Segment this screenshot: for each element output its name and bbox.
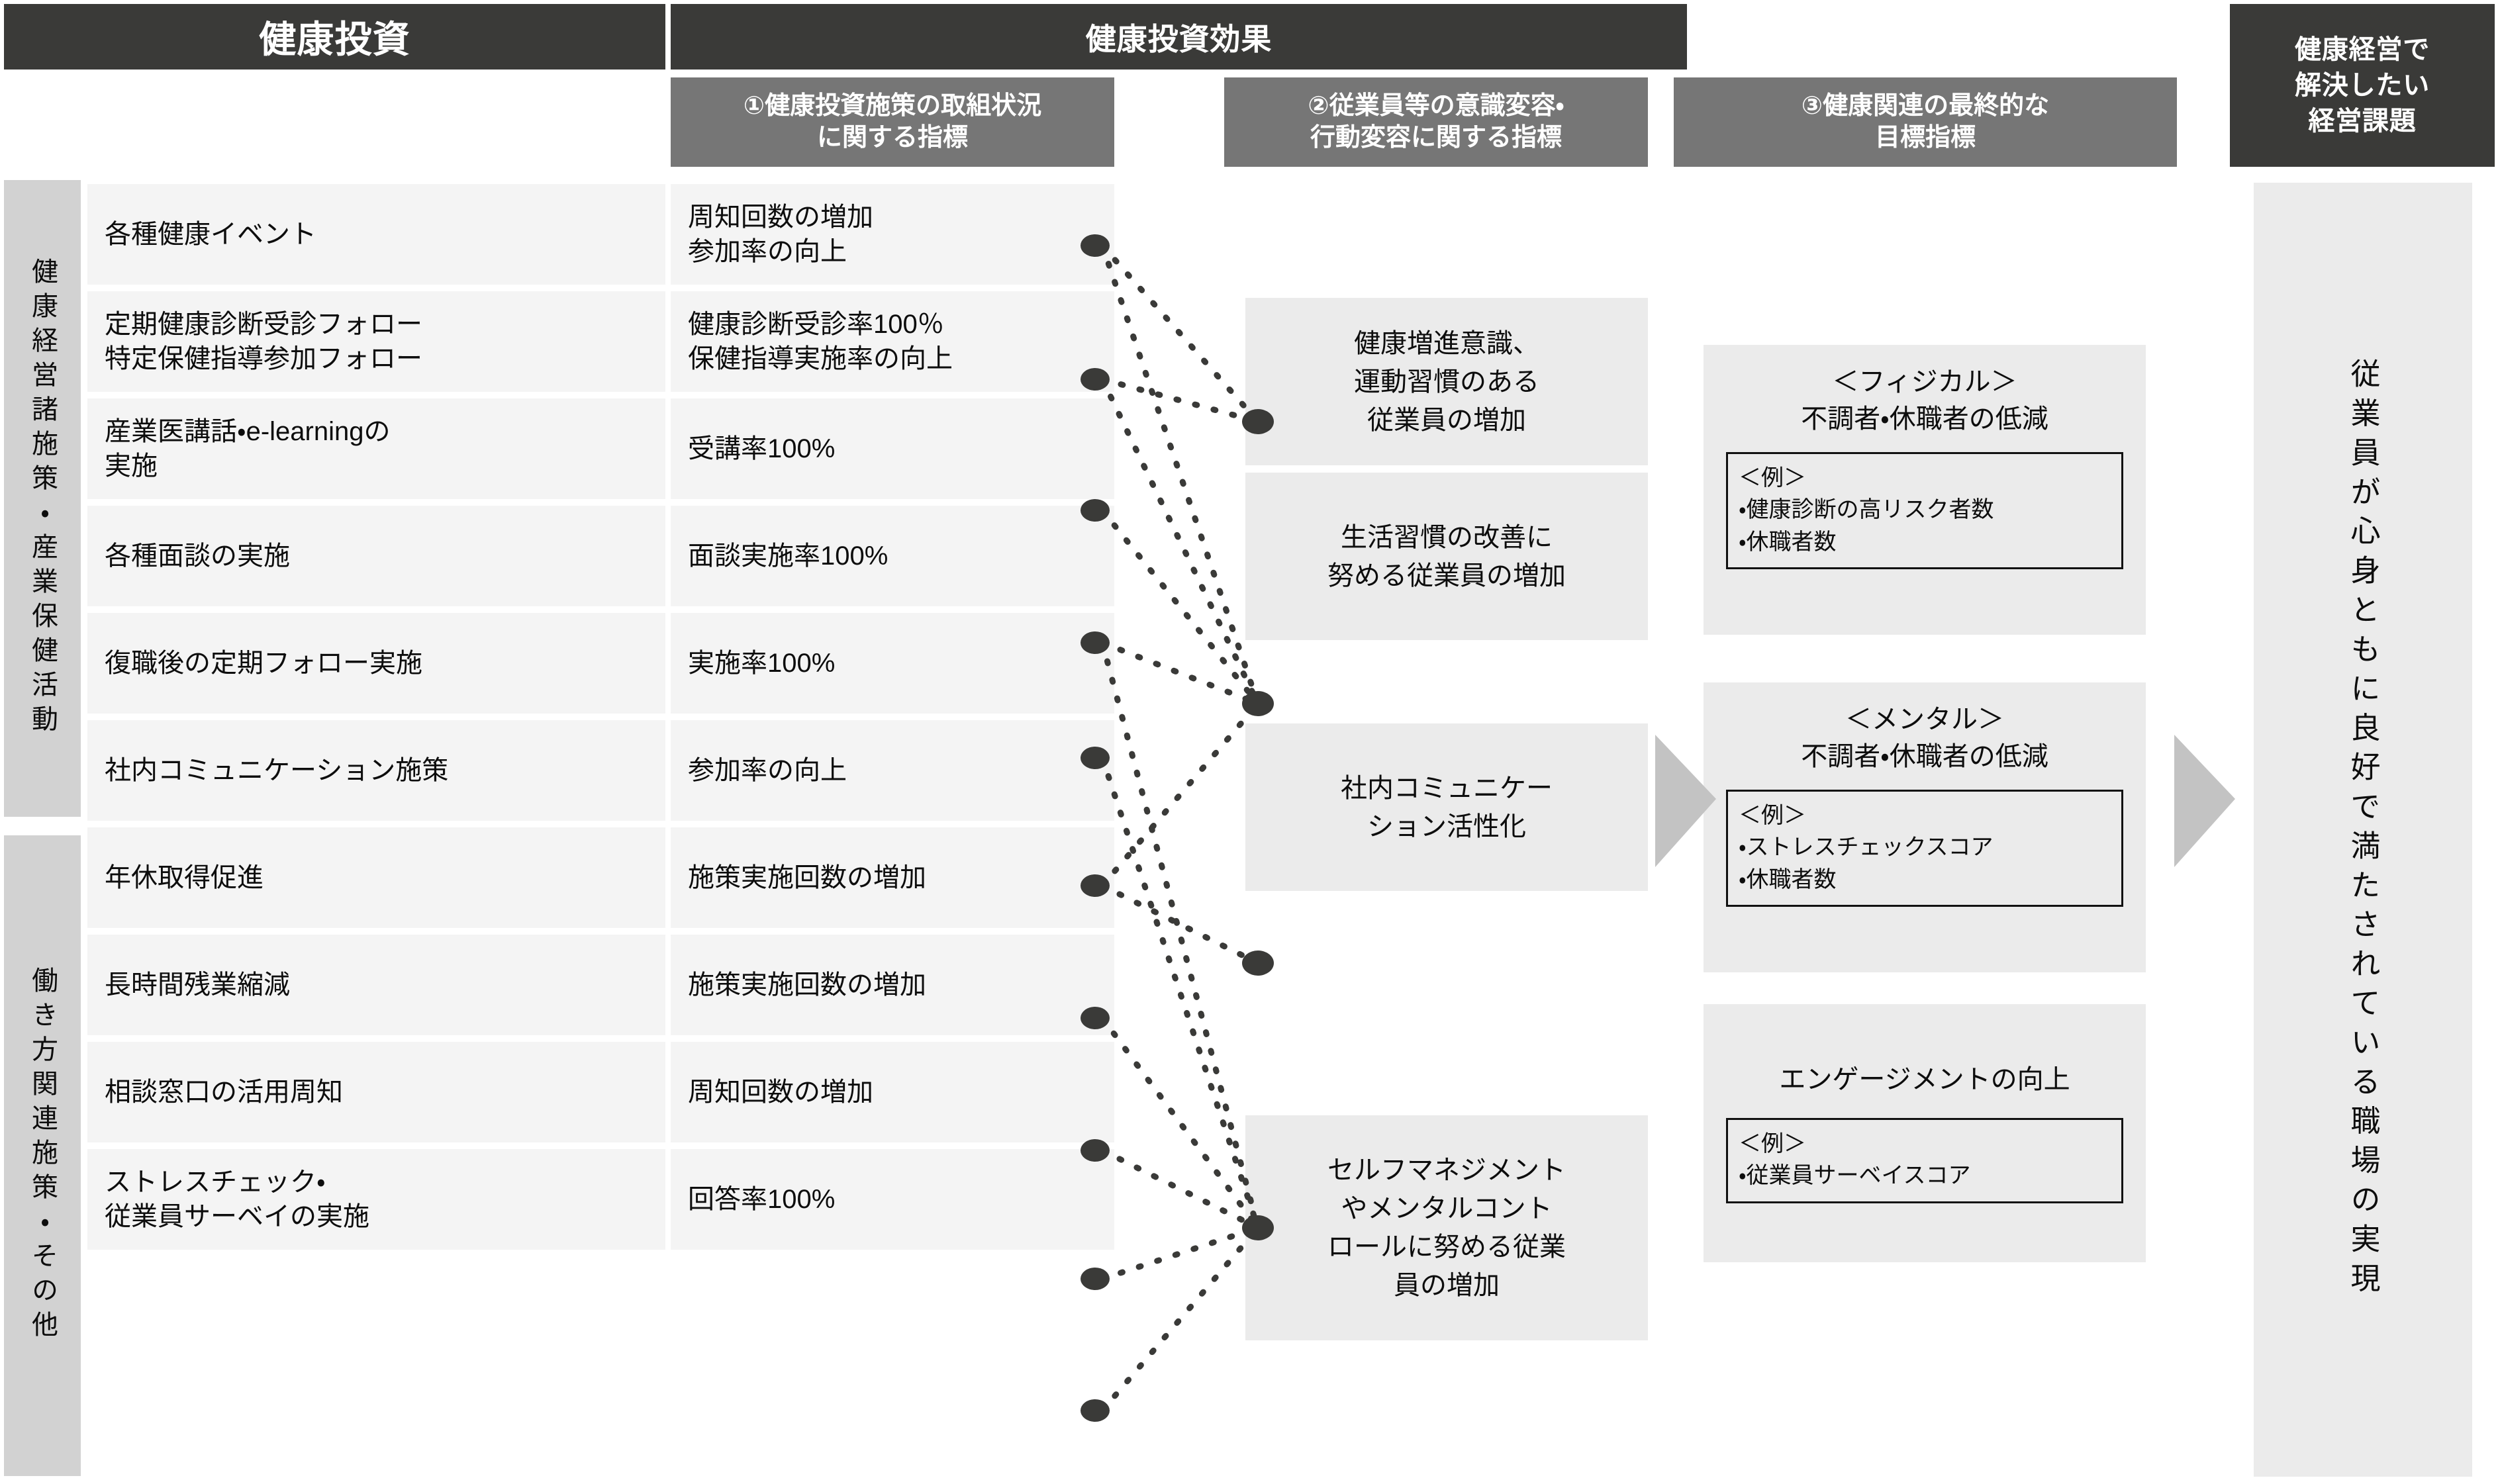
behavior-outcome-card[interactable]: 健康増進意識、 運動習慣のある 従業員の増加 <box>1245 298 1648 465</box>
header-health-investment-label: 健康投資 <box>259 19 410 60</box>
indicator-label: 健康診断受診率100％ 保健指導実施率の向上 <box>688 310 953 373</box>
indicator-row[interactable]: 健康診断受診率100％ 保健指導実施率の向上 <box>671 291 1114 392</box>
measure-row[interactable]: 社内コミュニケーション施策 <box>87 720 665 821</box>
measure-label: 定期健康診断受診フォロー 特定保健指導参加フォロー <box>105 310 422 373</box>
indicator-label: 施策実施回数の増加 <box>688 970 926 999</box>
final-goal-example-box: ＜例＞ ・健康診断の高リスク者数 ・休職者数 <box>1726 452 2123 569</box>
measure-label: 年休取得促進 <box>105 863 264 892</box>
header-effect-indicator-2-label: ②従業員等の意識変容・ 行動変容に関する指標 <box>1308 92 1564 152</box>
header-management-challenge-label: 健康経営で 解決したい 経営課題 <box>2295 35 2430 136</box>
indicator-label: 受講率100% <box>688 434 836 463</box>
indicator-label: 面談実施率100% <box>688 541 889 571</box>
sidebar-item-work-style-measures[interactable]: 働き方関連施策・その他 <box>4 835 81 1476</box>
measure-row[interactable]: 長時間残業縮減 <box>87 935 665 1035</box>
behavior-outcome-label: 生活習慣の改善に 努める従業員の増加 <box>1327 522 1566 590</box>
header-effect-indicator-3-label: ③健康関連の最終的な 目標指標 <box>1801 92 2050 152</box>
behavior-outcome-card[interactable]: 社内コミュニケー ション活性化 <box>1245 723 1648 891</box>
indicator-row[interactable]: 周知回数の増加 参加率の向上 <box>671 184 1114 285</box>
management-challenge-panel[interactable]: 従業員が心身ともに良好で満たされている職場の実現 <box>2254 183 2472 1477</box>
behavior-outcome-card[interactable]: セルフマネジメント やメンタルコント ロールに努める従業 員の増加 <box>1245 1115 1648 1340</box>
sidebar-item-health-management-measures[interactable]: 健康経営諸施策・産業保健活動 <box>4 180 81 817</box>
indicator-label: 周知回数の増加 参加率の向上 <box>688 203 873 266</box>
header-effect-indicator-1: ①健康投資施策の取組状況 に関する指標 <box>671 77 1114 167</box>
indicator-row[interactable]: 面談実施率100% <box>671 506 1114 606</box>
measure-row[interactable]: 年休取得促進 <box>87 827 665 928</box>
indicator-row[interactable]: 周知回数の増加 <box>671 1042 1114 1142</box>
behavior-outcome-label: セルフマネジメント やメンタルコント ロールに努める従業 員の増加 <box>1327 1156 1566 1300</box>
measure-label: ストレスチェック・ 従業員サーベイの実施 <box>105 1168 369 1231</box>
measure-row[interactable]: 復職後の定期フォロー実施 <box>87 613 665 714</box>
behavior-outcome-label: 健康増進意識、 運動習慣のある 従業員の増加 <box>1354 328 1539 435</box>
measure-row[interactable]: ストレスチェック・ 従業員サーベイの実施 <box>87 1149 665 1250</box>
final-goal-card[interactable]: ＜フィジカル＞ 不調者・休職者の低減 ＜例＞ ・健康診断の高リスク者数 ・休職者… <box>1704 345 2146 635</box>
measure-label: 復職後の定期フォロー実施 <box>105 649 422 678</box>
chevron-arrow-icon <box>2174 735 2235 867</box>
header-effect-indicator-3: ③健康関連の最終的な 目標指標 <box>1674 77 2177 167</box>
measure-row[interactable]: 各種面談の実施 <box>87 506 665 606</box>
measure-label: 産業医講話・e-learningの 実施 <box>105 417 391 481</box>
sidebar-item-label: 働き方関連施策・その他 <box>28 966 57 1345</box>
indicator-row[interactable]: 回答率100% <box>671 1149 1114 1250</box>
indicator-row[interactable]: 実施率100% <box>671 613 1114 714</box>
final-goal-card[interactable]: ＜メンタル＞ 不調者・休職者の低減 ＜例＞ ・ストレスチェックスコア ・休職者数 <box>1704 682 2146 972</box>
final-goal-card[interactable]: エンゲージメントの向上 ＜例＞ ・従業員サーベイスコア <box>1704 1004 2146 1262</box>
header-health-investment-effect-label: 健康投資効果 <box>1085 21 1273 56</box>
measure-label: 各種健康イベント <box>105 220 316 249</box>
management-challenge-text: 従業員が心身ともに良好で満たされている職場の実現 <box>2346 357 2380 1302</box>
measure-row[interactable]: 相談窓口の活用周知 <box>87 1042 665 1142</box>
header-effect-indicator-2: ②従業員等の意識変容・ 行動変容に関する指標 <box>1224 77 1648 167</box>
behavior-outcome-card[interactable]: 生活習慣の改善に 努める従業員の増加 <box>1245 473 1648 640</box>
sidebar-item-label: 健康経営諸施策・産業保健活動 <box>28 257 57 739</box>
connector-lines <box>1099 242 1261 1414</box>
final-goal-example-box: ＜例＞ ・ストレスチェックスコア ・休職者数 <box>1726 790 2123 907</box>
indicator-label: 実施率100% <box>688 649 836 678</box>
behavior-outcome-label: 社内コミュニケー ション活性化 <box>1341 773 1553 841</box>
final-goal-title: エンゲージメントの向上 <box>1779 1065 2070 1094</box>
final-goal-title: ＜フィジカル＞ 不調者・休職者の低減 <box>1801 367 2048 434</box>
indicator-row[interactable]: 受講率100% <box>671 398 1114 499</box>
indicator-row[interactable]: 参加率の向上 <box>671 720 1114 821</box>
measure-label: 社内コミュニケーション施策 <box>105 756 449 785</box>
indicator-label: 回答率100% <box>688 1185 836 1214</box>
header-effect-indicator-1-label: ①健康投資施策の取組状況 に関する指標 <box>743 92 1042 152</box>
measure-label: 各種面談の実施 <box>105 541 290 571</box>
measure-label: 相談窓口の活用周知 <box>105 1078 343 1107</box>
indicator-label: 施策実施回数の増加 <box>688 863 926 892</box>
indicator-label: 参加率の向上 <box>688 756 847 785</box>
indicator-row[interactable]: 施策実施回数の増加 <box>671 827 1114 928</box>
measure-row[interactable]: 各種健康イベント <box>87 184 665 285</box>
header-health-investment: 健康投資 <box>4 4 665 70</box>
final-goal-title: ＜メンタル＞ 不調者・休職者の低減 <box>1801 705 2048 771</box>
measure-label: 長時間残業縮減 <box>105 970 290 999</box>
indicator-label: 周知回数の増加 <box>688 1078 873 1107</box>
header-health-investment-effect: 健康投資効果 <box>671 4 1687 70</box>
header-management-challenge: 健康経営で 解決したい 経営課題 <box>2230 4 2495 167</box>
measure-row[interactable]: 定期健康診断受診フォロー 特定保健指導参加フォロー <box>87 291 665 392</box>
measure-row[interactable]: 産業医講話・e-learningの 実施 <box>87 398 665 499</box>
final-goal-example-box: ＜例＞ ・従業員サーベイスコア <box>1726 1118 2123 1203</box>
indicator-row[interactable]: 施策実施回数の増加 <box>671 935 1114 1035</box>
